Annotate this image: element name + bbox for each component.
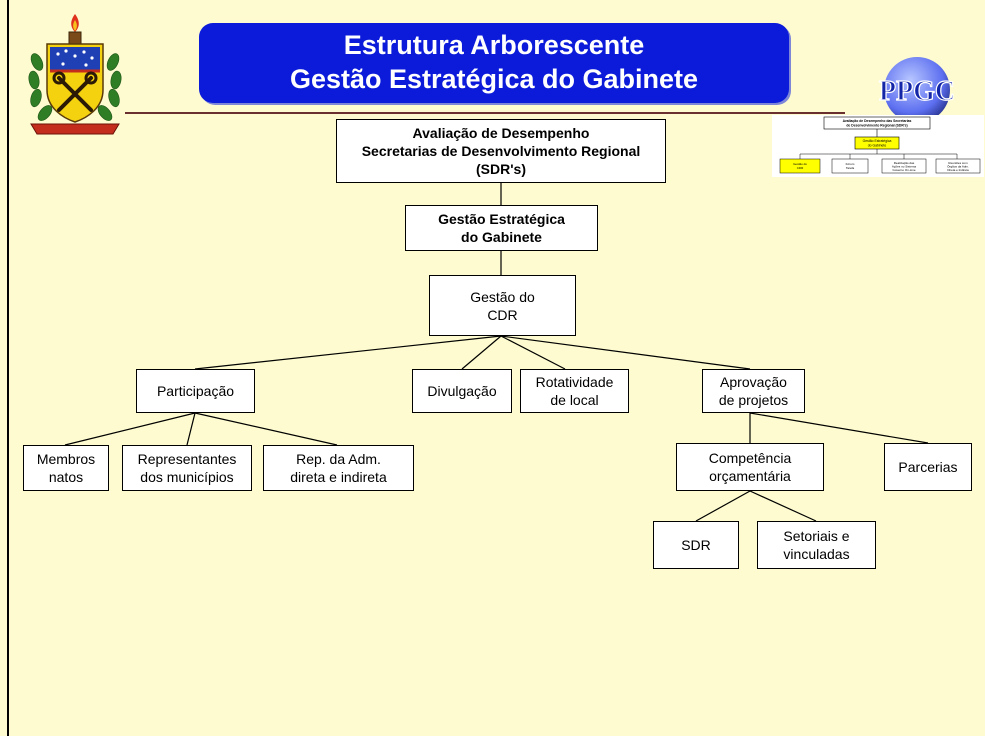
thumbnail-leaf-2-line-2: Tarefa (846, 166, 855, 170)
node-setoriais: Setoriais e vinculadas (757, 521, 876, 569)
title-line-1: Estrutura Arborescente (343, 30, 645, 60)
title-line-2: Gestão Estratégica do Gabinete (289, 64, 699, 94)
thumbnail-root-line-1: Avaliação de Desempenho das Secretarias (843, 119, 912, 123)
thumbnail-leaf-4-line-3: Direta e Indireta (947, 168, 969, 172)
thumbnail-leaf-4-line-1: Reuniões com (948, 161, 968, 165)
node-parcerias: Parcerias (884, 443, 972, 491)
ppgc-logo-text: PPGC (879, 76, 955, 107)
thumbnail-leaf-4-line-2: Órgãos da Adm. (947, 164, 969, 169)
node-sdr: SDR (653, 521, 739, 569)
node-aprovacao: Aprovação de projetos (702, 369, 805, 413)
thumbnail-root-line-2: de Desenvolvimento Regional (SDR's) (846, 124, 907, 128)
node-participacao: Participação (136, 369, 255, 413)
header-divider (125, 112, 845, 114)
university-coat-of-arms-logo (28, 14, 122, 135)
ppgc-logo: PPGC (878, 57, 956, 123)
diagram-thumbnail: Avaliação de Desempenho das Secretarias … (772, 115, 984, 177)
thumbnail-leaf-3-line-1: Realização das (894, 161, 915, 165)
node-root: Avaliação de Desempenho Secretarias de D… (336, 119, 666, 183)
thumbnail-leaf-1-line-1: Gestão do (793, 162, 807, 166)
thumbnail-leaf-2-line-1: Fórum (846, 162, 855, 166)
node-divulgacao: Divulgação (412, 369, 512, 413)
left-border-line (7, 0, 9, 736)
thumbnail-middle-line-1: Gestão Estratégica (863, 139, 892, 143)
node-rotatividade: Rotatividade de local (520, 369, 629, 413)
thumbnail-leaf-1-line-2: CDR (797, 166, 804, 170)
node-competencia: Competência orçamentária (676, 443, 824, 491)
node-representantes: Representantes dos municípios (122, 445, 252, 491)
node-rep-adm: Rep. da Adm. direta e indireta (263, 445, 414, 491)
title-banner: Estrutura Arborescente Gestão Estratégic… (199, 23, 789, 103)
node-membros-natos: Membros natos (23, 445, 109, 491)
node-gestao-estrategica: Gestão Estratégica do Gabinete (405, 205, 598, 251)
thumbnail-middle-line-2: do Gabinete (868, 144, 887, 148)
thumbnail-leaf-3-line-2: Ações no Sistema (892, 165, 917, 169)
thumbnail-leaf-3-line-3: Governo On-Line (892, 168, 915, 172)
node-gestao-cdr: Gestão do CDR (429, 275, 576, 336)
